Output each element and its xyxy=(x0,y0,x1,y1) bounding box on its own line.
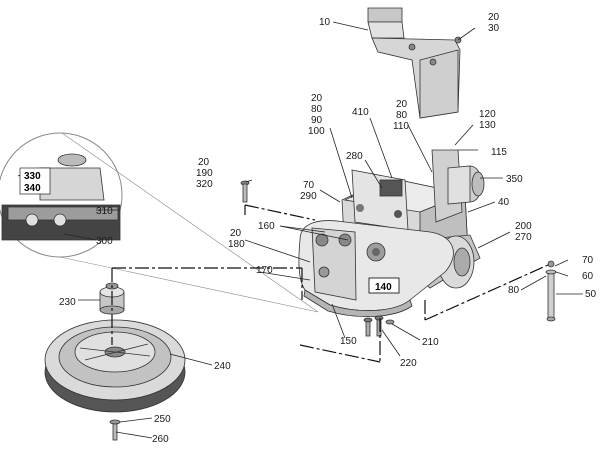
label-120-130-line1: 120 xyxy=(479,109,496,120)
label-350: 350 xyxy=(506,174,523,185)
label-280: 280 xyxy=(346,151,363,162)
label-300: 300 xyxy=(96,236,113,247)
label-230: 230 xyxy=(59,297,76,308)
part-320-screw xyxy=(240,180,250,203)
label-20-80-90-100-line2: 80 xyxy=(311,104,323,115)
label-20-30-line2: 30 xyxy=(488,23,500,34)
label-20-190-320-line1: 20 xyxy=(198,157,210,168)
label-70-right: 70 xyxy=(582,255,594,266)
label-250: 250 xyxy=(154,414,171,425)
label-310: 310 xyxy=(96,206,113,217)
dashed-outlines xyxy=(111,204,549,363)
part-240-brush xyxy=(44,319,186,413)
label-120-130-line2: 130 xyxy=(479,120,496,131)
label-70-290-line2: 290 xyxy=(300,191,317,202)
label-200-270-line1: 200 xyxy=(515,221,532,232)
label-70-290-line1: 70 xyxy=(303,180,315,191)
label-50: 50 xyxy=(585,289,597,300)
part-10-bracket xyxy=(367,7,462,119)
label-210: 210 xyxy=(422,337,439,348)
label-80-right: 80 xyxy=(508,285,520,296)
label-20-30-line1: 20 xyxy=(488,12,500,23)
label-20-190-320-line3: 320 xyxy=(196,179,213,190)
label-10: 10 xyxy=(319,17,331,28)
label-140: 140 xyxy=(375,282,392,293)
part-labels: 10 20 30 20 80 90 100 410 20 80 110 120 … xyxy=(19,12,597,445)
part-150-base-plate xyxy=(298,220,454,317)
part-220-bolts xyxy=(363,315,395,337)
label-20-180-line2: 180 xyxy=(228,239,245,250)
leader-lines xyxy=(17,21,583,439)
label-60: 60 xyxy=(582,271,594,282)
label-330: 330 xyxy=(24,171,41,182)
label-20-80-90-100-line4: 100 xyxy=(308,126,325,137)
label-20-80-110-line2: 80 xyxy=(396,110,408,121)
label-330-340-box xyxy=(19,167,51,195)
label-220: 220 xyxy=(400,358,417,369)
detail-inset xyxy=(0,132,319,313)
label-150: 150 xyxy=(340,336,357,347)
label-20-80-110-line1: 20 xyxy=(396,99,408,110)
label-115: 115 xyxy=(491,147,507,158)
label-140-box xyxy=(368,277,400,294)
label-20-80-90-100-line1: 20 xyxy=(311,93,323,104)
label-20-80-90-100-line3: 90 xyxy=(311,115,323,126)
part-250-260-screw xyxy=(109,419,121,441)
label-20-80-110-line3: 110 xyxy=(393,121,409,132)
label-20-180-line1: 20 xyxy=(230,228,242,239)
label-260: 260 xyxy=(152,434,169,445)
label-170: 170 xyxy=(256,265,273,276)
label-20-190-320-line2: 190 xyxy=(196,168,213,179)
part-50-shaft xyxy=(545,260,557,322)
label-340: 340 xyxy=(24,183,41,194)
label-40: 40 xyxy=(498,197,510,208)
label-160: 160 xyxy=(258,221,275,232)
label-240: 240 xyxy=(214,361,231,372)
label-410: 410 xyxy=(352,107,369,118)
label-200-270-line2: 270 xyxy=(515,232,532,243)
